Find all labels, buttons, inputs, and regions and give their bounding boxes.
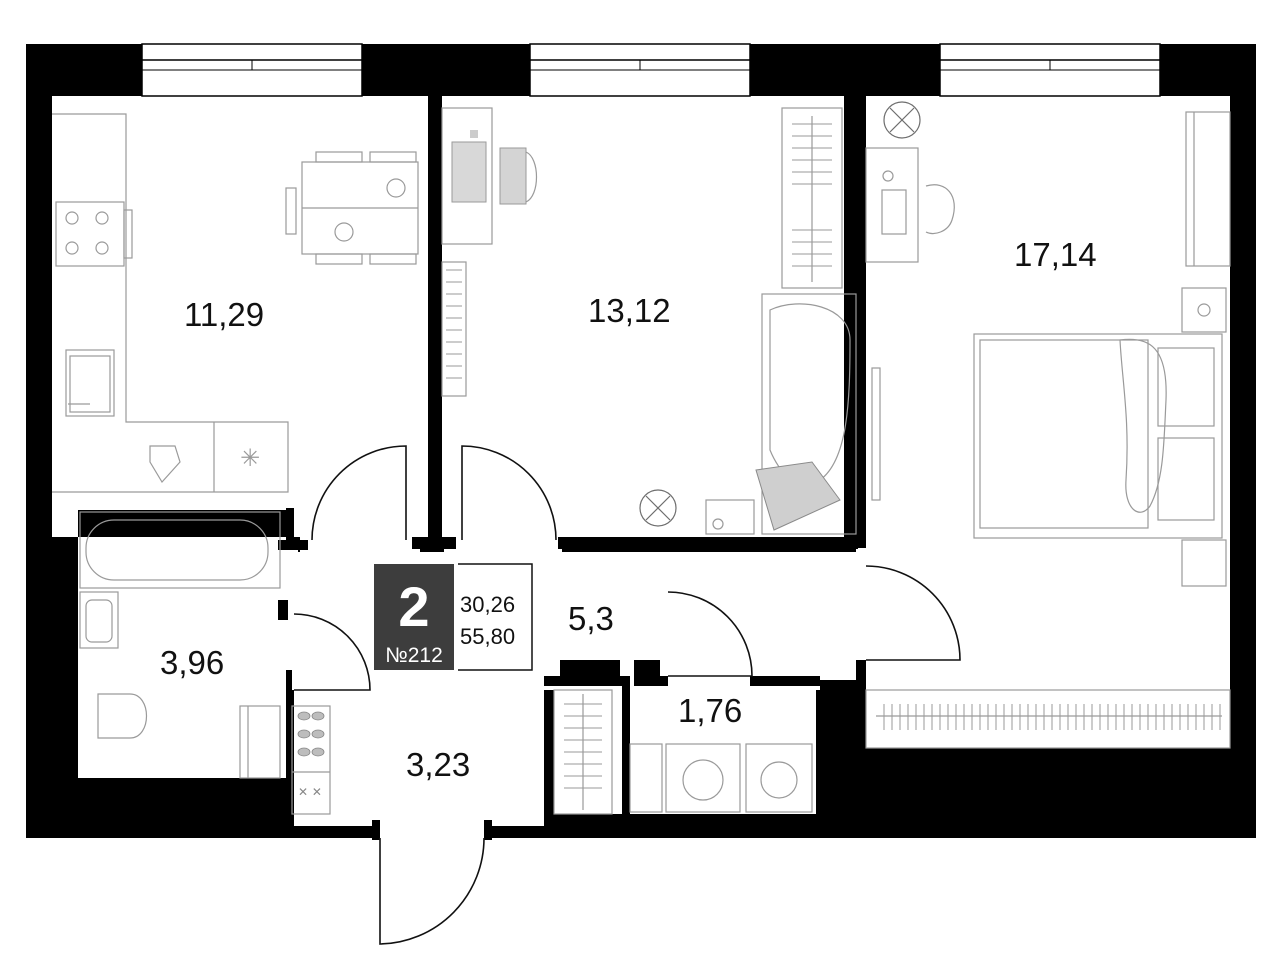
room-area-laundry: 1,76 [678,692,742,729]
room-area-corridor: 5,3 [568,600,614,637]
walls [26,44,1256,843]
rooms-count: 2 [398,575,429,638]
room-area-kitchen: 11,29 [184,296,264,333]
window-icon [939,43,1161,97]
living-area: 30,26 [460,592,515,617]
area-bracket [458,563,533,671]
nightstand-icon [1181,539,1227,587]
chair-icon [285,151,417,265]
kitchen-counter [52,113,289,493]
cabinet-icon [239,705,281,779]
table-icon [301,161,419,255]
stove-icon [55,201,133,267]
total-area: 55,80 [460,624,515,649]
bed-icon [755,293,857,535]
chair-icon [499,147,537,205]
desk-icon [865,147,955,263]
washing-machine-icon [629,743,813,813]
room-area-bedroom-2: 17,14 [1014,236,1097,273]
badge-background [374,564,454,670]
desk-icon [441,107,493,245]
apartment-number: №212 [385,644,443,667]
svg-text:✕ ✕: ✕ ✕ [298,785,322,799]
wardrobe-icon [865,689,1231,749]
door-icon [293,445,961,945]
room-area-bathroom: 3,96 [160,644,224,681]
window-icon [529,43,751,97]
shoe-rack-icon: ✕ ✕ [291,705,331,815]
room-area-bedroom-1: 13,12 [588,292,671,329]
wardrobe-icon [553,689,613,815]
nightstand-icon [705,499,755,535]
plant-icon [639,489,677,527]
toilet-icon [97,693,148,739]
bed-icon [973,333,1223,539]
radiator-icon [441,261,467,397]
window-icon [141,43,363,97]
plant-icon [883,101,921,139]
svg-text:✳: ✳ [240,444,260,472]
nightstand-icon [1181,287,1227,333]
mirror-icon [871,367,881,501]
sink-icon [79,591,119,649]
bathtub-icon [79,511,281,589]
shelf-icon [1185,111,1231,267]
sink-icon [65,349,115,417]
fridge-icon: ✳ [149,444,260,484]
room-area-entrance: 3,23 [406,746,470,783]
apartment-badge: 2 №212 30,26 55,80 [374,563,533,671]
wardrobe-icon [781,107,843,289]
